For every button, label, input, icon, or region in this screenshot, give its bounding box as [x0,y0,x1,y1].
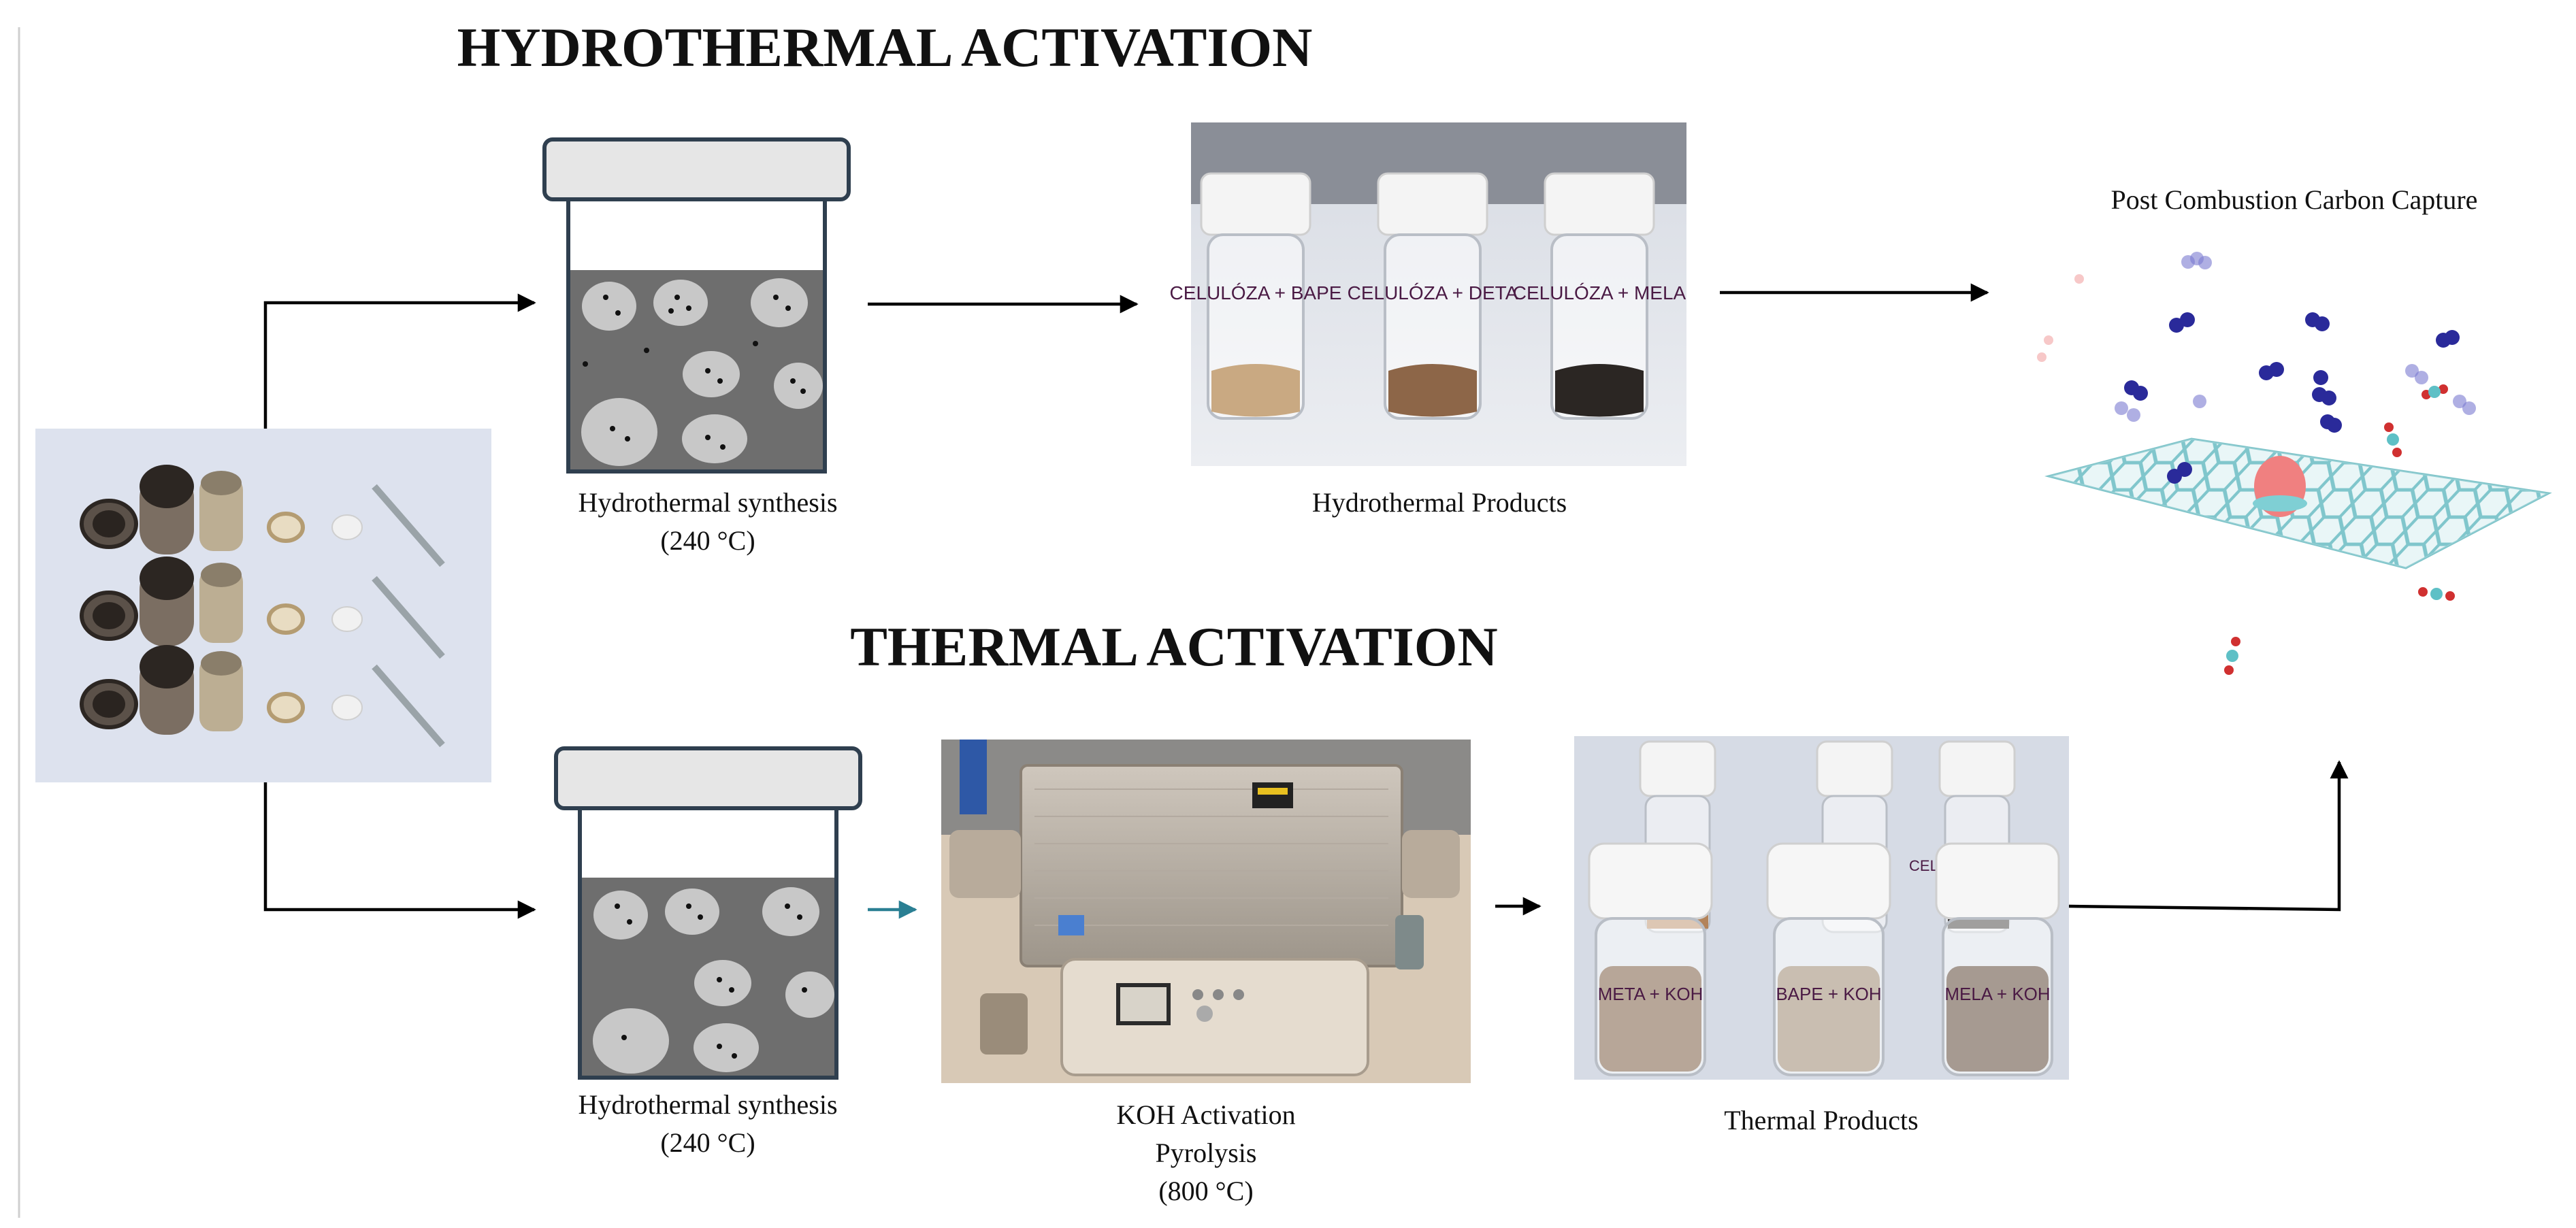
thermal-heading: THERMAL ACTIVATION [850,616,1498,678]
reactor-vessel-icon [554,746,862,1080]
hydrothermal-heading: HYDROTHERMAL ACTIVATION [457,16,1313,78]
arrow-thermal-to-capture [2068,760,2349,912]
hydro-synthesis-temp: (240 °C) [660,525,755,556]
hydro-synthesis-caption: Hydrothermal synthesis [578,487,837,518]
koh-caption-line1: KOH Activation [1116,1099,1295,1130]
vial-label: MELA + KOH [1944,984,2050,1004]
koh-caption-line3: (800 °C) [1158,1176,1253,1206]
reactor-vessel-icon [542,137,851,474]
tube-furnace-photo [941,740,1471,1083]
arrow-to-hydro-reactor [263,293,536,429]
vial-label: BAPE + KOH [1776,984,1881,1004]
vial-label: META + KOH [1598,984,1703,1004]
thermal-synthesis-temp: (240 °C) [660,1127,755,1158]
thermal-products-caption: Thermal Products [1724,1105,1919,1135]
graphene-co2-capture-icon [2037,252,2552,675]
thermal-synthesis-caption: Hydrothermal synthesis [578,1089,837,1120]
capture-caption: Post Combustion Carbon Capture [2111,184,2478,215]
vial-label: CELULÓZA + DETA [1348,282,1518,303]
thermal-vials-photo: CELULÓZA + MELA META + KOH BAPE + KOH ME… [1574,736,2069,1080]
vial-label: CELULÓZA + MELA [1513,282,1686,303]
hydro-vials-photo: CELULÓZA + BAPE CELULÓZA + DETA CELULÓZA… [1170,122,1686,466]
vial-label: CELULÓZA + BAPE [1170,282,1342,303]
autoclave-parts-photo [35,429,491,782]
koh-caption-line2: Pyrolysis [1156,1138,1257,1168]
arrow-to-thermal-reactor [263,782,536,919]
hydro-products-caption: Hydrothermal Products [1312,487,1567,518]
